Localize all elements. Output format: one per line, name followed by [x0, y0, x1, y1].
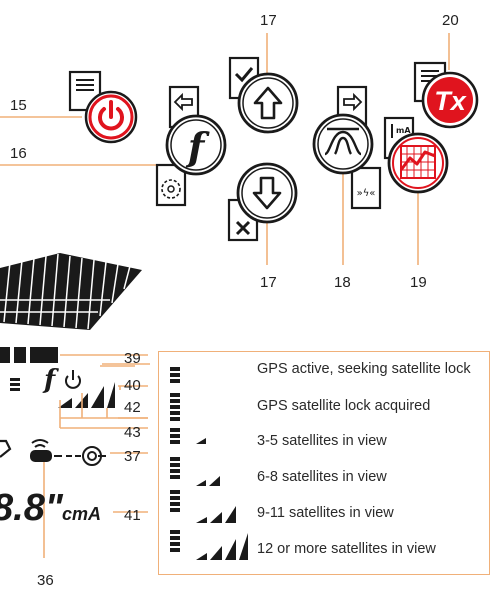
- left-arrow-key: [168, 85, 200, 129]
- down-arrow-icon: [252, 176, 282, 210]
- cable-icon: [82, 446, 106, 466]
- legend-item-3: 6-8 satellites in view: [257, 469, 387, 485]
- callout-36: 36: [37, 572, 54, 589]
- power-icon[interactable]: [84, 90, 138, 144]
- sonde-icon: [30, 439, 81, 462]
- legend-item-5: 12 or more satellites in view: [257, 541, 436, 557]
- callout-17-top: 17: [260, 12, 277, 29]
- callout-16: 16: [10, 145, 27, 162]
- gps-legend-box: [158, 351, 490, 575]
- legend-glyphs: [170, 367, 248, 560]
- callout-42: 42: [124, 399, 141, 416]
- callout-37: 37: [124, 448, 141, 465]
- depth-current-key: mA: [383, 116, 415, 160]
- battery-bars: [0, 347, 58, 363]
- legend-item-1: GPS satellite lock acquired: [257, 398, 431, 414]
- callout-lines: [0, 33, 450, 367]
- check-key: [228, 56, 260, 100]
- legend-item-2: 3-5 satellites in view: [257, 433, 387, 449]
- display-unit: cmA: [62, 504, 101, 524]
- display-readout: 8.8": [0, 487, 64, 529]
- legend-item-4: 9-11 satellites in view: [257, 505, 394, 521]
- options-key: [155, 163, 187, 207]
- callout-20: 20: [442, 12, 459, 29]
- function-button[interactable]: [165, 114, 227, 176]
- up-arrow-button[interactable]: [237, 72, 299, 134]
- graph-icon: [399, 145, 436, 179]
- callout-39: 39: [124, 350, 141, 367]
- callout-43: 43: [124, 424, 141, 441]
- check-icon: [234, 67, 254, 83]
- gps-bars-icon: [10, 378, 20, 391]
- legend-item-0: GPS active, seeking satellite lock: [257, 361, 471, 377]
- options-icon: [161, 179, 181, 199]
- callout-40: 40: [124, 377, 141, 394]
- right-arrow-icon: [343, 92, 363, 112]
- callout-41: 41: [124, 507, 141, 524]
- callout-labels: 15 16 17 17 18 19 20 36 37 39 40 41 42 4…: [10, 12, 459, 589]
- transmitter-button[interactable]: [421, 71, 479, 129]
- up-arrow-icon: [253, 86, 283, 120]
- svg-text:mA: mA: [396, 126, 411, 135]
- callout-19: 19: [410, 274, 427, 291]
- screen-fragment: [0, 253, 142, 330]
- display-power-icon: [65, 370, 81, 389]
- lcd-display: [0, 347, 148, 558]
- cross-key: [227, 198, 259, 242]
- gps-bars-icon: [170, 367, 180, 383]
- callout-15: 15: [10, 97, 27, 114]
- down-arrow-button[interactable]: [236, 162, 298, 224]
- antenna-icon: [324, 127, 362, 156]
- radio-signal-icon: »ϟ«: [357, 188, 376, 199]
- antenna-button[interactable]: [312, 113, 374, 175]
- left-arrow-icon: [173, 92, 193, 112]
- right-arrow-key: [336, 85, 368, 129]
- callout-17-bottom: 17: [260, 274, 277, 291]
- display-function-icon: f: [42, 365, 59, 395]
- graph-button[interactable]: [387, 132, 449, 194]
- transmitter-icon: Tx: [434, 86, 466, 116]
- callout-18: 18: [334, 274, 351, 291]
- signal-bars: [58, 382, 115, 408]
- radio-signal-key: »ϟ«: [350, 166, 382, 210]
